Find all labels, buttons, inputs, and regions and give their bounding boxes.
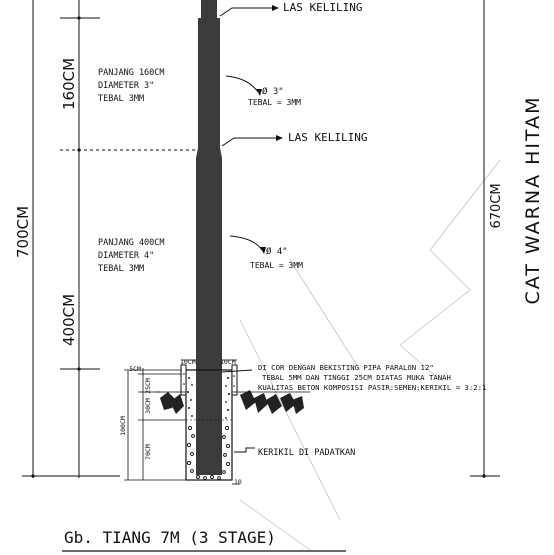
caption: Gb. TIANG 7M (3 STAGE) <box>64 528 276 547</box>
pole-section-4in <box>196 158 222 370</box>
pole-top-section <box>201 0 217 18</box>
pole-joint <box>196 148 222 158</box>
dim-found-10-bottom: 10 <box>234 478 242 486</box>
svg-text:KUALITAS BETON KOMPOSISI PASIR: KUALITAS BETON KOMPOSISI PASIR:SEMEN:KER… <box>258 383 486 392</box>
spec-upper: PANJANG 160CM DIAMETER 3" TEBAL 3MM <box>98 68 165 104</box>
callout-kerikil: KERIKIL DI PADATKAN <box>258 448 355 458</box>
svg-text:PANJANG 400CM: PANJANG 400CM <box>98 238 165 248</box>
pole <box>196 0 222 475</box>
foundation-notes: DI COR DENGAN BEKISTING PIPA PARALON 12"… <box>258 363 486 392</box>
dim-upper: 160CM <box>60 58 78 110</box>
pole-section-3in <box>198 18 220 148</box>
dim-found-30: 30CM <box>144 398 152 414</box>
dim-found-10-left: 10CM <box>180 358 196 366</box>
foundation-dimensions <box>124 359 240 485</box>
callout-tebal-3: TEBAL = 3MM <box>248 98 301 107</box>
gravel-fill <box>186 425 231 480</box>
callout-las-keliling-mid: LAS KELILING <box>288 131 367 144</box>
dim-total: 700CM <box>14 206 32 258</box>
svg-text:TEBAL 3MM: TEBAL 3MM <box>98 94 144 104</box>
dim-found-5: 5CM <box>129 365 141 373</box>
svg-text:TEBAL 3MM: TEBAL 3MM <box>98 264 144 274</box>
pole-embedded-section <box>196 370 222 475</box>
dim-found-10-right: 10CM <box>220 358 236 366</box>
callout-leaders <box>219 7 276 453</box>
spec-lower: PANJANG 400CM DIAMETER 4" TEBAL 3MM <box>98 238 165 274</box>
foundation-formwork <box>185 369 233 481</box>
svg-text:PANJANG 160CM: PANJANG 160CM <box>98 68 165 78</box>
svg-text:DIAMETER 4": DIAMETER 4" <box>98 251 154 261</box>
concrete-fill <box>183 373 235 419</box>
svg-text:DI COR DENGAN BEKISTING PIPA P: DI COR DENGAN BEKISTING PIPA PARALON 12" <box>258 363 434 372</box>
ground-hatch <box>160 390 304 414</box>
right-dimension <box>470 0 500 478</box>
callout-dia3: Ø 3" <box>262 86 284 97</box>
dim-found-total: 100CM <box>119 416 127 436</box>
paint-note: CAT WARNA HITAM <box>522 95 544 304</box>
callout-tebal-4: TEBAL = 3MM <box>250 261 303 270</box>
dim-found-25: 25CM <box>144 378 152 394</box>
dim-lower: 400CM <box>60 294 78 346</box>
svg-text:DIAMETER 3": DIAMETER 3" <box>98 81 154 91</box>
callout-dia4: Ø 4" <box>266 246 288 257</box>
construction-lines <box>239 159 501 551</box>
callout-las-keliling-top: LAS KELILING <box>283 1 362 14</box>
left-dimensions <box>22 0 197 478</box>
svg-text:TEBAL 5MM DAN TINGGI 25CM DIAT: TEBAL 5MM DAN TINGGI 25CM DIATAS MUKA TA… <box>262 373 451 382</box>
dim-right: 670CM <box>489 183 504 228</box>
dimension-ticks <box>31 16 81 478</box>
dim-found-70: 70CM <box>144 444 152 460</box>
foundation <box>180 364 238 481</box>
